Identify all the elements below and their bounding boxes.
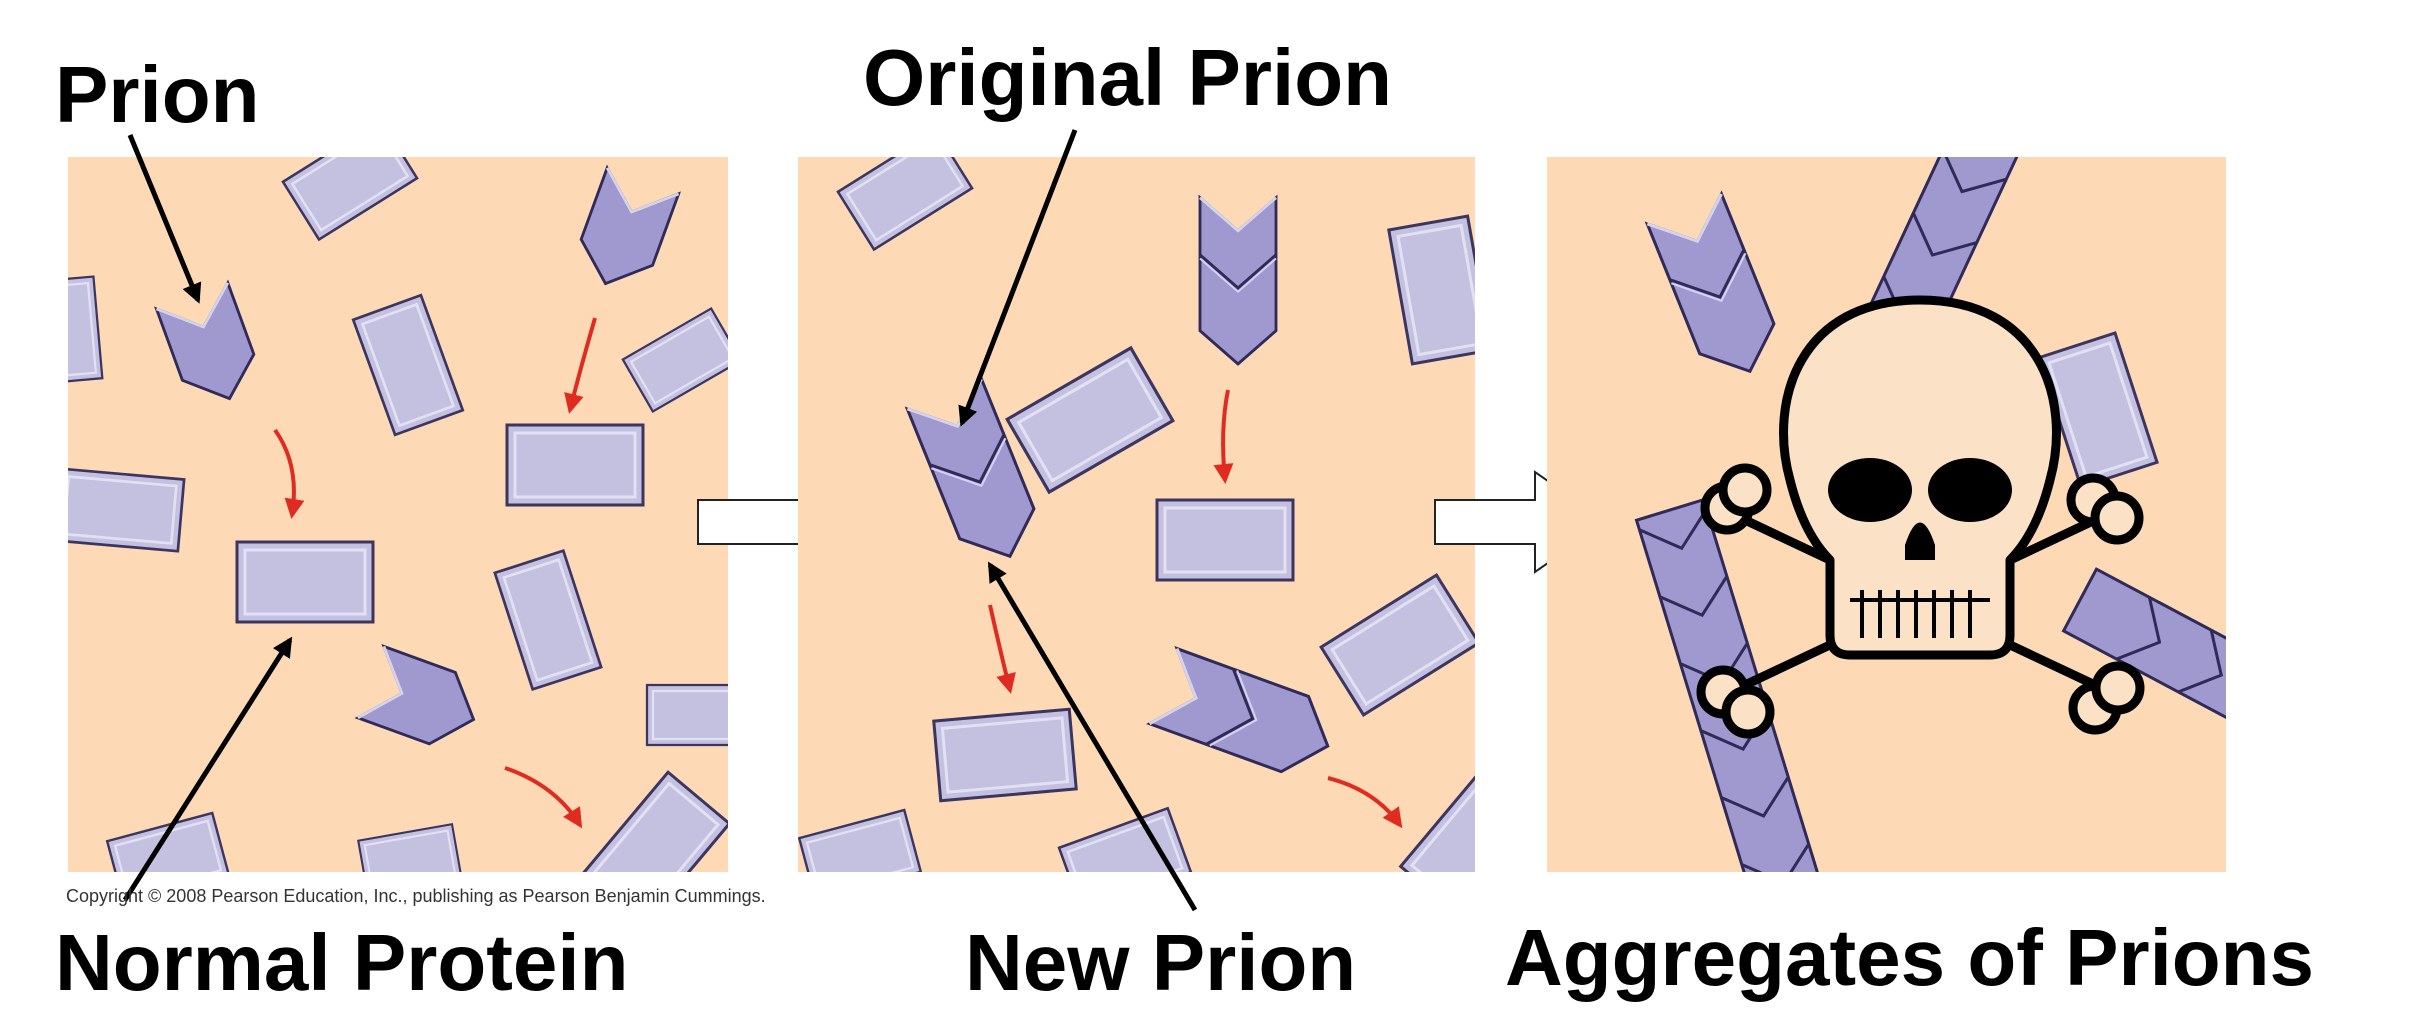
normal-protein-label: Normal Protein [55, 918, 628, 1007]
prion-aggregate-chain [2061, 567, 2226, 802]
new-prion-label: New Prion [965, 918, 1356, 1007]
new-prion-label-arrow [987, 561, 1198, 912]
conversion-arrow [1327, 776, 1403, 829]
conversion-arrow [273, 428, 305, 519]
panel-normal-conversion [68, 157, 728, 872]
normal-protein [68, 467, 186, 553]
panel-new-prion [798, 157, 1475, 872]
conversion-arrow [988, 604, 1016, 694]
conversion-arrow [564, 317, 597, 414]
skull-and-crossbones-icon [1696, 295, 2145, 739]
conversion-arrow [504, 766, 583, 829]
normal-protein [235, 540, 375, 624]
prion-label: Prion [55, 50, 259, 139]
normal-protein [68, 275, 104, 385]
normal-protein [505, 423, 645, 507]
normal-protein [1155, 498, 1295, 582]
normal-protein-label-arrow [122, 636, 293, 902]
panel-2-background [798, 157, 1475, 872]
prion-label-arrow [127, 134, 202, 304]
normal-protein [932, 707, 1078, 803]
conversion-arrow [1213, 389, 1234, 484]
aggregates-label: Aggregates of Prions [1505, 913, 2314, 1002]
original-prion-label: Original Prion [863, 33, 1392, 122]
panel-aggregates [1547, 157, 2226, 872]
normal-protein [645, 683, 728, 747]
copyright-notice: Copyright © 2008 Pearson Education, Inc.… [66, 886, 766, 906]
original-prion-label-arrow [958, 129, 1078, 427]
